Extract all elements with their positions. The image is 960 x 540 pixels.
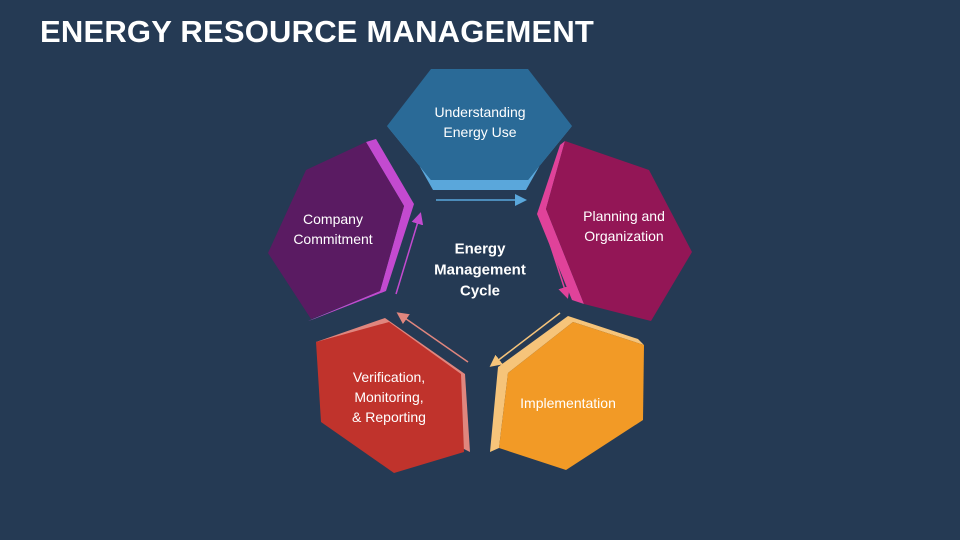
stage-hex <box>268 142 404 319</box>
center-label: Energy Management Cycle <box>434 240 526 300</box>
stage-label-implementation: Implementation <box>520 395 616 411</box>
arrow-implementation-to-verification <box>489 312 561 367</box>
stage-hex-edge <box>537 141 584 304</box>
stage-implementation <box>490 316 644 470</box>
arrow-verification-to-commitment <box>396 312 469 363</box>
stage-verification-monitoring-reporting <box>316 318 470 473</box>
arrow-planning-to-implementation <box>540 215 570 299</box>
slide-title: ENERGY RESOURCE MANAGEMENT <box>40 14 595 49</box>
arrow-commitment-to-understanding <box>395 212 424 295</box>
stage-company-commitment <box>268 139 414 321</box>
stage-hex-edge <box>308 139 414 321</box>
stage-label-understanding: Understanding Energy Use <box>434 104 526 140</box>
stage-hex <box>316 322 464 473</box>
stage-hex <box>499 322 644 470</box>
stage-hex <box>387 69 572 180</box>
stage-understanding-energy-use <box>387 69 572 190</box>
stage-label-commitment: Company Commitment <box>293 211 373 247</box>
stage-hex-edge <box>316 318 470 452</box>
stage-hex-edge <box>490 316 644 452</box>
stage-planning-and-organization <box>537 141 692 321</box>
stage-hex <box>546 141 692 321</box>
stage-label-verification: Verification, Monitoring, & Reporting <box>352 369 426 425</box>
stage-label-planning: Planning and Organization <box>583 208 665 244</box>
